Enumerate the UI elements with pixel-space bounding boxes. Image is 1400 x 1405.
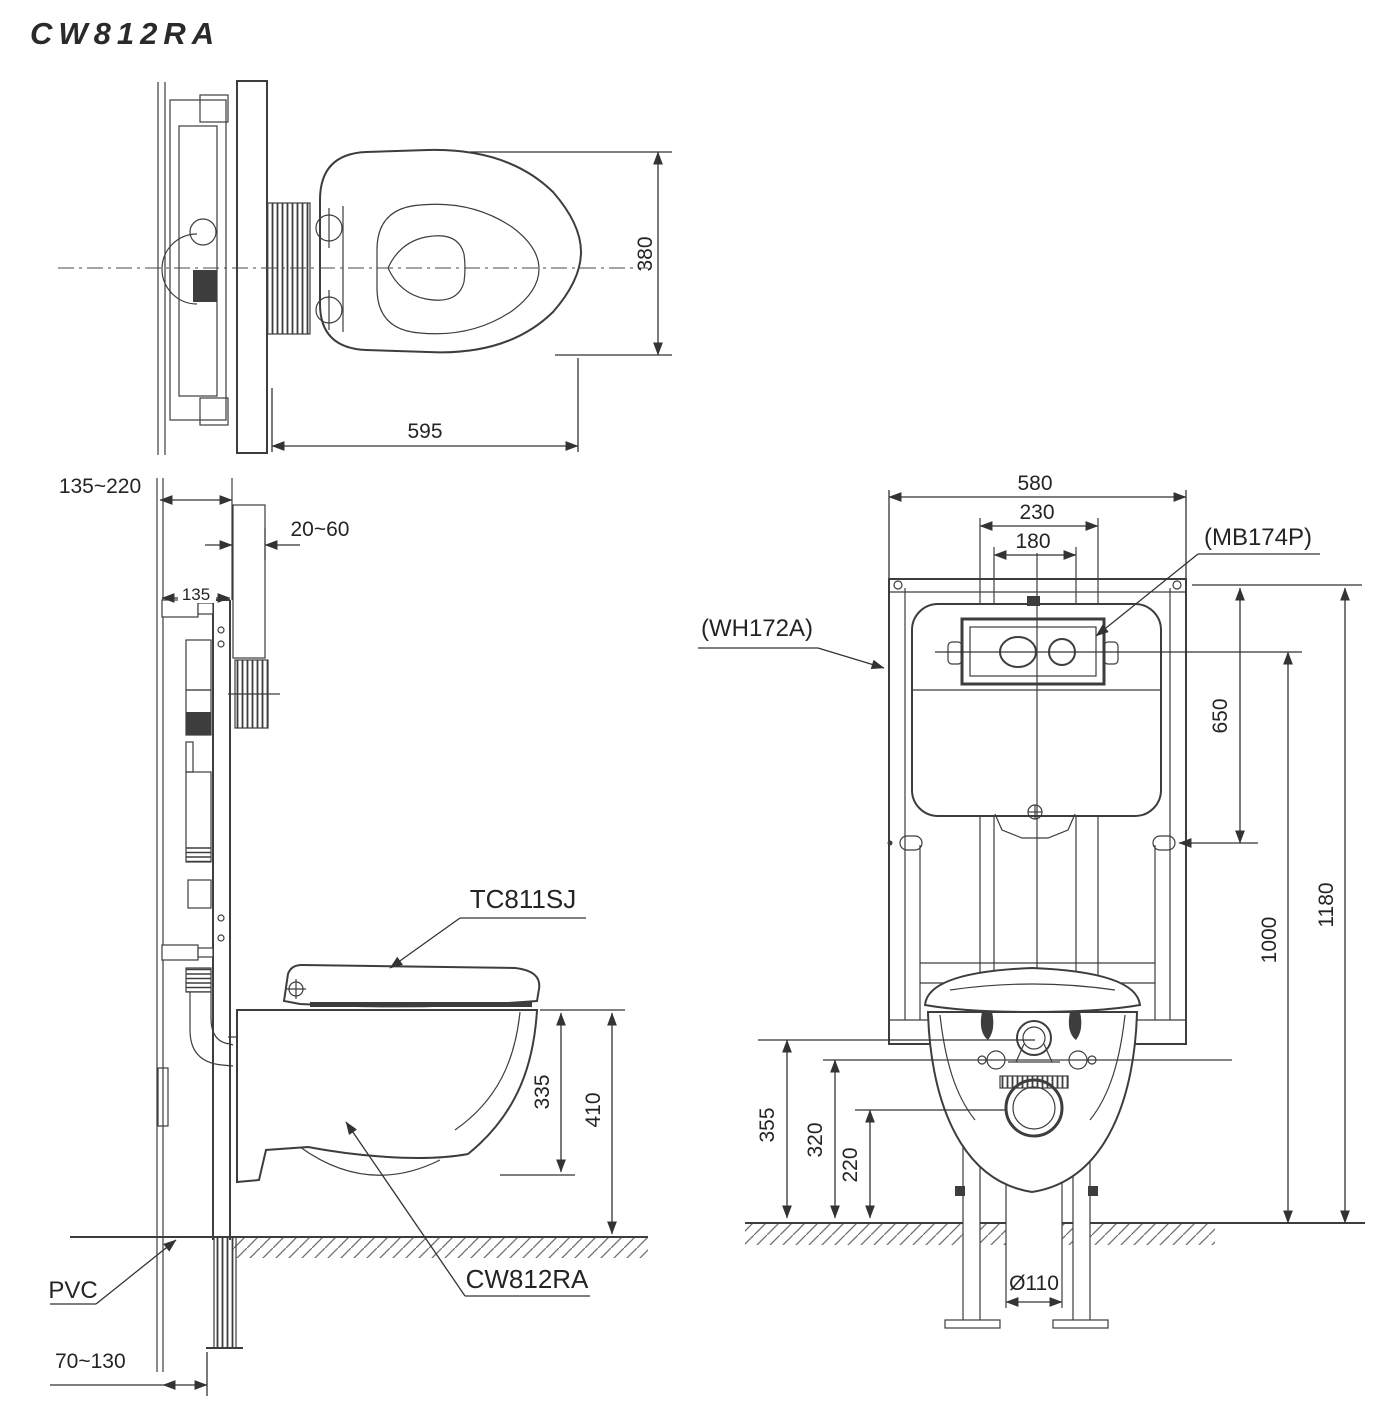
hinge-leaf-left xyxy=(980,1012,994,1040)
top-view-dimensions: 380 595 xyxy=(271,151,672,452)
front-view-dimensions: 580 230 180 (MB174P) (WH172A) 650 1000 1… xyxy=(698,472,1362,1307)
dim-drain-offset-range-label: 70~130 xyxy=(55,1350,126,1373)
hinge-leaf-right xyxy=(1068,1012,1082,1040)
dim-rim-height-label: 410 xyxy=(582,1092,605,1127)
seat-model-label: TC811SJ xyxy=(470,884,576,914)
dim-frame-depth-range-label: 135~220 xyxy=(59,475,141,498)
top-view: 380 595 xyxy=(58,80,672,455)
front-view-foot-left xyxy=(944,1319,1001,1329)
dim-frame-width-label: 580 xyxy=(1017,472,1052,495)
front-view: 580 230 180 (MB174P) (WH172A) 650 1000 1… xyxy=(698,472,1365,1329)
bowl-model-label: CW812RA xyxy=(466,1264,589,1294)
dim-inlet-height-label: 355 xyxy=(756,1107,779,1142)
side-view-drain-pipe xyxy=(206,1236,243,1349)
drain-outlet xyxy=(1004,1078,1064,1138)
dim-wall-finish-range-label: 20~60 xyxy=(291,518,350,541)
side-view-flush-pipe xyxy=(228,659,280,729)
top-view-seat-lid xyxy=(315,148,583,354)
top-view-cistern xyxy=(236,80,268,454)
dim-drain-diameter-label: Ø110 xyxy=(1009,1272,1059,1295)
side-view-floor xyxy=(70,1236,648,1258)
drain-material-label: PVC xyxy=(48,1277,97,1304)
side-view-finished-wall xyxy=(232,504,266,659)
side-view: 135~220 20~60 135 TC811SJ 335 410 PVC CW… xyxy=(48,475,648,1396)
panel-model-label: (MB174P) xyxy=(1204,524,1312,551)
side-view-dimensions: 135~220 20~60 135 TC811SJ 335 410 PVC CW… xyxy=(48,475,625,1396)
side-view-frame xyxy=(212,599,231,1240)
dim-drain-center-height-label: 220 xyxy=(839,1147,862,1182)
water-inlet xyxy=(1016,1020,1052,1056)
front-view-bowl xyxy=(923,966,1232,1194)
side-view-bowl xyxy=(236,1009,539,1184)
dim-hanger-outer-label: 230 xyxy=(1019,501,1054,524)
dim-inlet-line-height-label: 1000 xyxy=(1258,917,1281,964)
dim-frame-height-label: 1180 xyxy=(1315,882,1338,927)
dim-hanger-inner-label: 180 xyxy=(1015,530,1050,553)
page-title: CW812RA xyxy=(30,16,220,51)
dim-hanger-height-label: 320 xyxy=(804,1122,827,1157)
side-view-seat-lid xyxy=(282,963,541,1030)
dim-frame-depth-label: 135 xyxy=(182,585,210,604)
top-view-frame-hardware xyxy=(161,94,229,426)
dim-panel-bottom-height-label: 650 xyxy=(1209,698,1232,733)
dim-rim-to-bowl-bottom-label: 335 xyxy=(531,1074,554,1109)
dim-bowl-length-label: 595 xyxy=(407,420,442,443)
dim-seat-width-label: 380 xyxy=(634,236,657,271)
frame-model-label: (WH172A) xyxy=(701,615,813,642)
side-view-cistern-internals xyxy=(157,639,234,1127)
front-view-foot-right xyxy=(1052,1319,1109,1329)
side-view-flush-actuator xyxy=(161,599,214,961)
